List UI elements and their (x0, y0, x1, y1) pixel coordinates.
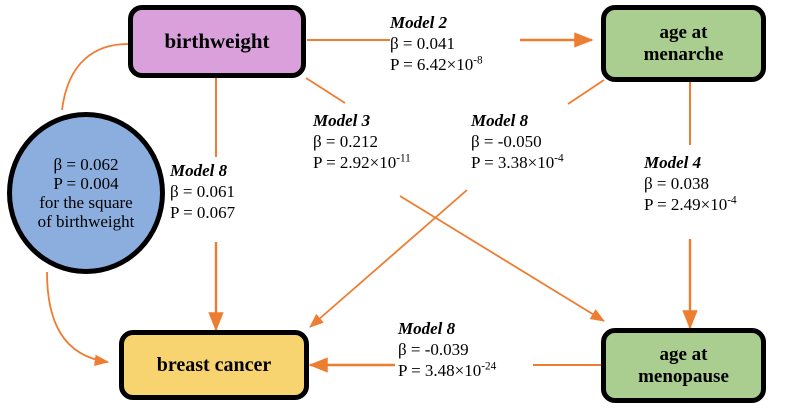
edge-label-model-4-model: Model 4 (644, 153, 702, 172)
edge-label-model-3-p-exp: -11 (396, 152, 411, 165)
edge-label-model-8-menopause-breast-p-base: P = 3.48×10 (398, 361, 482, 381)
square-beta-line: β = 0.062 (53, 154, 119, 174)
edge-label-model-8-menarche-breast-beta: β = -0.050 (471, 132, 542, 152)
edge-label-model-2-p-exp: -8 (473, 54, 483, 67)
node-birthweight-square[interactable]: β = 0.062 P = 0.004 for the square of bi… (7, 112, 165, 274)
edge-birthweight-to-square (61, 43, 129, 111)
edge-label-model-4-p: P = 2.49×10-4 (644, 194, 737, 215)
edge-label-model-8-birthweight-breast-beta: β = 0.061 (170, 182, 235, 202)
edge-label-model-2-p-base: P = 6.42×10 (390, 55, 474, 75)
square-desc-line-1: for the square (39, 193, 133, 212)
square-desc-line-2: of birthweight (37, 212, 135, 232)
edge-label-model-3-model: Model 3 (313, 111, 371, 130)
node-birthweight-square-content: β = 0.062 P = 0.004 for the square of bi… (38, 155, 135, 231)
node-birthweight[interactable]: birthweight (128, 5, 306, 78)
edge-label-model-8-menopause-breast-p: P = 3.48×10-24 (398, 360, 496, 381)
edge-label-model-3: Model 3 β = 0.212 P = 2.92×10-11 (313, 110, 411, 173)
edge-label-model-8-menarche-breast: Model 8 β = -0.050 P = 3.38×10-4 (471, 110, 564, 173)
edge-label-model-4-p-exp: -4 (727, 194, 737, 207)
edge-label-model-8-menarche-breast-p-exp: -4 (554, 152, 564, 165)
edge-label-model-8-birthweight-breast-p-base: P = 0.067 (170, 203, 236, 223)
edge-label-model-2-model: Model 2 (390, 13, 448, 32)
edge-label-model-4-beta: β = 0.038 (644, 174, 709, 194)
edge-label-model-8-menopause-breast: Model 8 β = -0.039 P = 3.48×10-24 (398, 318, 496, 381)
edge-label-model-8-birthweight-breast-p: P = 0.067 (170, 202, 235, 223)
node-age-at-menarche-label: age at menarche (643, 22, 724, 65)
edge-label-model-8-menarche-breast-p: P = 3.38×10-4 (471, 152, 564, 173)
node-age-at-menopause[interactable]: age at menopause (601, 328, 766, 403)
node-breast-cancer-label: breast cancer (156, 353, 272, 376)
edge-label-model-8-menarche-breast-p-base: P = 3.38×10 (471, 153, 555, 173)
edge-label-model-8-menopause-breast-beta: β = -0.039 (398, 340, 469, 360)
node-breast-cancer[interactable]: breast cancer (119, 330, 309, 400)
node-age-at-menopause-label: age at menopause (638, 344, 729, 387)
edge-label-model-3-beta: β = 0.212 (313, 132, 378, 152)
edge-label-model-8-menopause-breast-p-exp: -24 (481, 360, 497, 373)
node-age-at-menarche[interactable]: age at menarche (601, 5, 766, 82)
edge-label-model-8-birthweight-breast: Model 8 β = 0.061 P = 0.067 (170, 160, 235, 223)
edge-label-model-8-menopause-breast-model: Model 8 (398, 319, 456, 338)
edge-label-model-4-p-base: P = 2.49×10 (644, 195, 728, 215)
square-p-line: P = 0.004 (53, 173, 119, 193)
edge-label-model-2-beta: β = 0.041 (390, 34, 455, 54)
edge-square-to-breast-cancer (46, 271, 110, 366)
edge-label-model-8-birthweight-breast-model: Model 8 (170, 161, 228, 180)
edge-label-model-4: Model 4 β = 0.038 P = 2.49×10-4 (644, 152, 737, 215)
edge-label-model-3-p: P = 2.92×10-11 (313, 152, 411, 173)
node-birthweight-label: birthweight (164, 28, 270, 53)
edge-label-model-2-p: P = 6.42×10-8 (390, 54, 483, 75)
edge-label-model-3-p-base: P = 2.92×10 (313, 153, 397, 173)
edge-label-model-2: Model 2 β = 0.041 P = 6.42×10-8 (390, 12, 483, 75)
edge-label-model-8-menarche-breast-model: Model 8 (471, 111, 529, 130)
